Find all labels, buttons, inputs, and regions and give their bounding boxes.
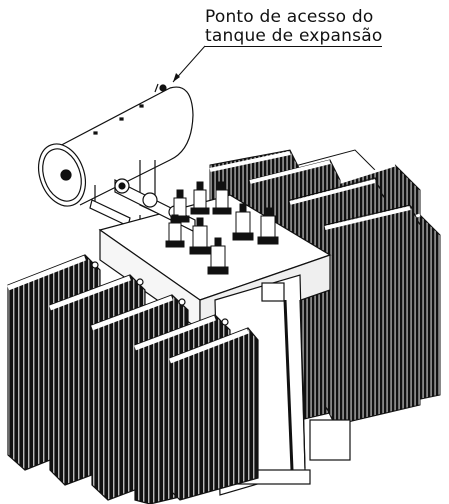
radiator-bank-left: [7, 254, 259, 504]
expansion-tank: [38, 83, 194, 232]
callout-line-2: tanque de expansão: [205, 26, 383, 47]
callout-label: Ponto de acesso do tanque de expansão: [205, 8, 445, 47]
callout-leader: [172, 45, 206, 83]
callout-line-1: Ponto de acesso do: [205, 7, 374, 27]
bushings: [165, 181, 279, 275]
